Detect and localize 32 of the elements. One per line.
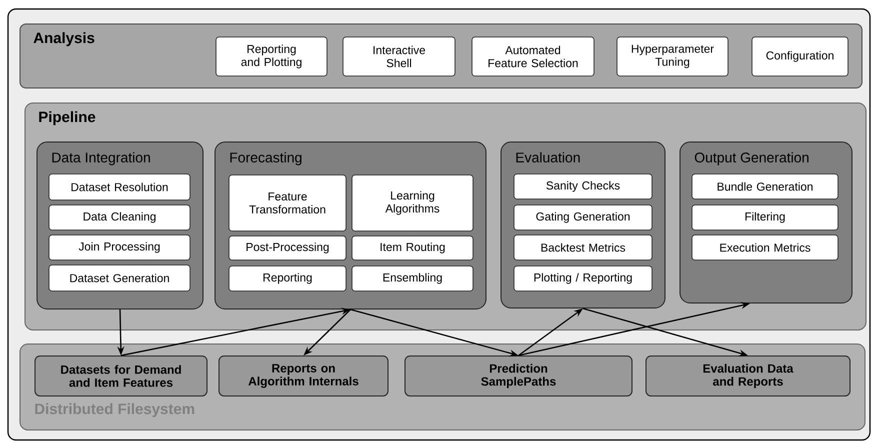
component-box: Sanity Checks (514, 174, 652, 200)
component-box: Data Cleaning (48, 204, 190, 230)
component-box: Configuration (752, 36, 848, 76)
storage-box: Reports on Algorithm Internals (218, 355, 388, 396)
heading: Analysis (34, 32, 94, 46)
component-box: Gating Generation (514, 204, 652, 230)
component-box: Hyperparameter Tuning (616, 36, 728, 76)
component-box: Learning Algorithms (352, 174, 474, 232)
component-box: Reporting (228, 266, 346, 292)
heading: Pipeline (39, 111, 96, 126)
storage-box: Datasets for Demand and Item Features (34, 355, 208, 396)
heading: Data Integration (52, 152, 150, 166)
component-box: Filtering (692, 204, 838, 230)
component-box: Feature Transformation (228, 174, 346, 232)
component-box: Execution Metrics (692, 234, 838, 260)
component-box: Dataset Resolution (48, 174, 190, 200)
component-box: Dataset Generation (48, 264, 190, 292)
component-box: Ensembling (352, 266, 474, 292)
heading: Evaluation (516, 152, 580, 162)
component-box: Interactive Shell (342, 36, 456, 76)
component-box: Item Routing (352, 236, 474, 260)
heading: Output Generation (694, 152, 808, 166)
component-box: Automated Feature Selection (472, 36, 594, 76)
component-box: Bundle Generation (692, 174, 838, 200)
component-box: Backtest Metrics (514, 234, 652, 260)
component-box: Reporting and Plotting (216, 36, 328, 76)
storage-box: Evaluation Data and Reports (646, 355, 850, 396)
component-box: Join Processing (48, 234, 190, 260)
storage-box: Prediction SamplePaths (404, 355, 632, 396)
component-box: Post-Processing (228, 236, 346, 260)
heading: Forecasting (230, 152, 302, 166)
component-box: Plotting / Reporting (514, 266, 652, 292)
